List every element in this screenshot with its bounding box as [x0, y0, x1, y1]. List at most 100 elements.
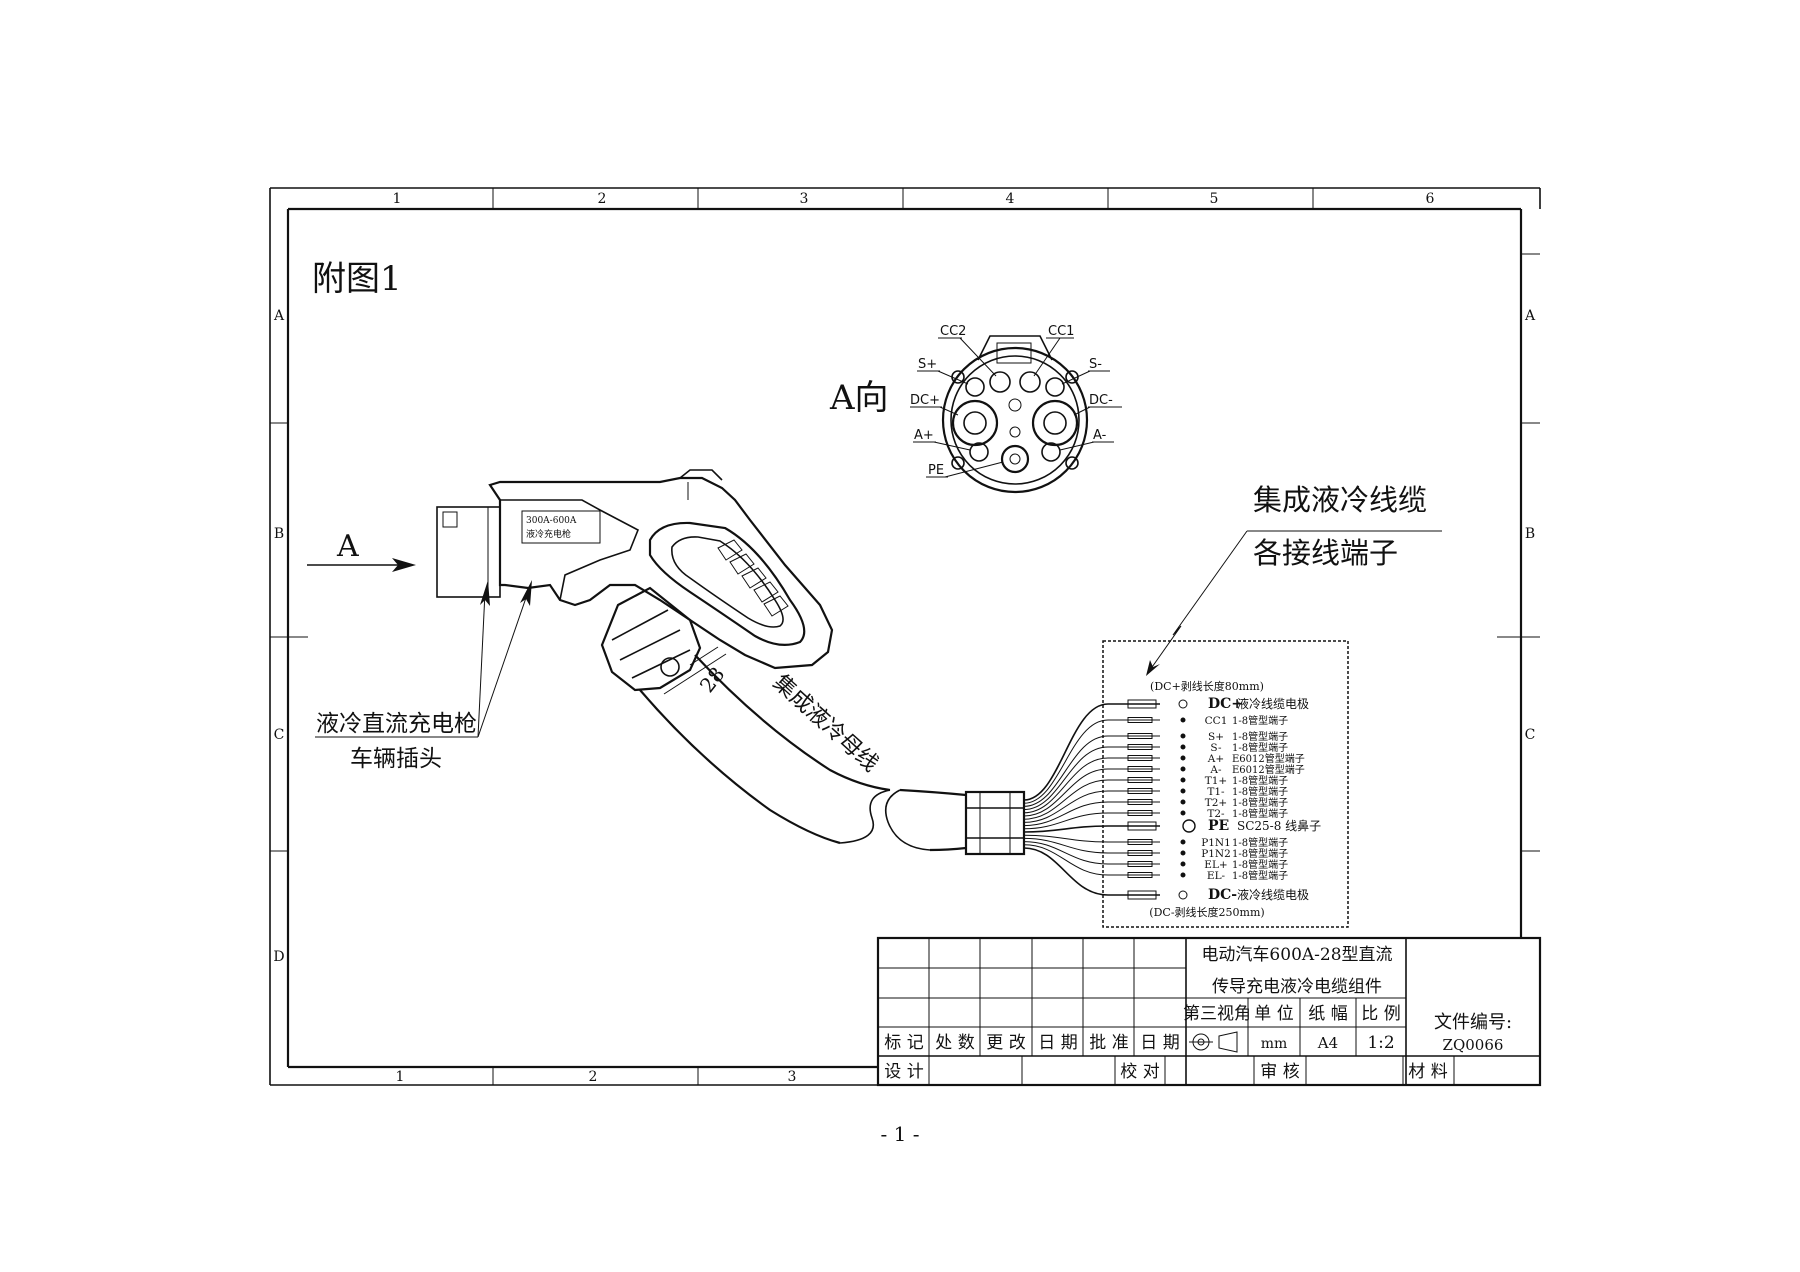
terminal-code: T2+: [1205, 797, 1227, 809]
product-name-line2: 传导充电液冷电缆组件: [1212, 977, 1382, 997]
terminals-callout-leader: [1146, 530, 1442, 676]
wire: [1023, 834, 1160, 843]
terminal-desc: 1-8管型端子: [1232, 836, 1288, 849]
terminal-desc: 1-8管型端子: [1232, 807, 1288, 820]
figure-title: 附图1: [312, 259, 402, 299]
terminal-code: DC+: [1208, 696, 1243, 712]
view-label: A向: [829, 378, 889, 418]
cable-sleeve: [964, 790, 1026, 856]
material-label: 材 料: [1408, 1062, 1447, 1082]
scale-value: 1:2: [1367, 1033, 1394, 1053]
terminal-code: EL+: [1204, 859, 1227, 871]
terminals-callout-line1: 集成液冷线缆: [1253, 483, 1427, 517]
terminal-sleeve: [1127, 717, 1153, 723]
terminal-code: P1N1: [1201, 837, 1231, 849]
cable-label: 集成液冷母线: [768, 670, 883, 777]
terminal-desc: SC25-8 线鼻子: [1237, 818, 1321, 833]
pin-label-dc-plus: DC+: [910, 393, 940, 408]
pin-label-pe: PE: [928, 463, 944, 478]
title-block-text: 电动汽车600A-28型直流 传导充电液冷电缆组件 第三视角 单 位 纸 幅 比…: [884, 945, 1512, 1082]
title-block: [876, 936, 1542, 1087]
view-arrow-a: [307, 558, 416, 572]
terminal-end: [1180, 839, 1186, 845]
paper-value: A4: [1317, 1034, 1338, 1052]
revision-header: 批 准: [1089, 1033, 1128, 1053]
terminal-end: [1178, 699, 1188, 709]
terminals-box: [1102, 640, 1349, 928]
col-label: 1: [396, 1069, 405, 1085]
terminal-desc: 1-8管型端子: [1232, 858, 1288, 871]
connector-pin-labels: CC2 CC1 S+ S- DC+ DC- A+ A- PE: [910, 324, 1113, 478]
terminal-desc: 1-8管型端子: [1232, 741, 1288, 754]
unit-value: mm: [1261, 1036, 1288, 1052]
revision-header: 日 期: [1038, 1033, 1077, 1053]
third-angle-label: 第三视角: [1183, 1004, 1251, 1024]
terminal-desc: 液冷线缆电极: [1237, 696, 1309, 711]
design-label: 设 计: [884, 1062, 923, 1082]
terminal-sleeve: [1127, 890, 1157, 900]
connector-face: [910, 335, 1122, 494]
col-label: 5: [1210, 191, 1219, 207]
scale-label: 比 例: [1361, 1004, 1400, 1024]
gun-rating-line2: 液冷充电枪: [526, 528, 571, 540]
col-label: 3: [788, 1069, 797, 1085]
wire: [1023, 790, 1160, 823]
revision-header: 日 期: [1140, 1033, 1179, 1053]
unit-label: 单 位: [1254, 1004, 1293, 1024]
pin-label-a-plus: A+: [914, 428, 934, 443]
col-label: 2: [598, 191, 607, 207]
view-arrow-label: A: [336, 529, 359, 564]
terminal-note-bottom: (DC-剥线长度250mm): [1149, 905, 1264, 919]
terminal-desc: 液冷线缆电极: [1237, 887, 1309, 902]
terminal-sleeve: [1127, 861, 1153, 867]
check-label: 校 对: [1120, 1062, 1159, 1082]
wire: [1023, 837, 1160, 854]
terminal-sleeve: [1127, 699, 1157, 709]
terminal-code: DC-: [1208, 887, 1237, 903]
terminal-end: [1180, 777, 1186, 783]
terminal-sleeve: [1127, 777, 1153, 783]
wire: [1023, 801, 1160, 827]
liquid-cooled-cable: [639, 646, 967, 852]
col-label: 3: [800, 191, 809, 207]
terminal-sleeve: [1127, 733, 1153, 739]
terminal-code: S+: [1208, 731, 1224, 743]
terminal-sleeve: [1127, 799, 1153, 805]
terminal-code: CC1: [1205, 715, 1228, 727]
terminal-sleeve: [1127, 821, 1157, 831]
terminal-end: [1180, 717, 1186, 723]
col-label: 6: [1426, 191, 1435, 207]
terminal-code: T1-: [1207, 786, 1225, 798]
terminal-desc: E6012管型端子: [1232, 752, 1305, 765]
pin-label-cc1: CC1: [1048, 324, 1074, 339]
terminal-code: EL-: [1207, 870, 1226, 882]
wire: [1023, 825, 1160, 833]
terminals-callout-line2: 各接线端子: [1253, 536, 1398, 570]
terminal-sleeve: [1127, 755, 1153, 761]
terminal-end: [1180, 872, 1186, 878]
drawing-frame: [269, 187, 1541, 1086]
col-label: 2: [589, 1069, 598, 1085]
paper-label: 纸 幅: [1308, 1004, 1347, 1024]
wire: [1023, 847, 1160, 896]
row-label: A: [273, 308, 285, 324]
terminal-end: [1180, 733, 1186, 739]
terminal-end: [1180, 755, 1186, 761]
gun-callout-line2: 车辆插头: [350, 746, 442, 772]
terminal-code: P1N2: [1201, 848, 1231, 860]
terminal-note-top: (DC+剥线长度80mm): [1150, 679, 1264, 693]
terminal-desc: E6012管型端子: [1232, 763, 1305, 776]
revision-header: 更 改: [986, 1033, 1025, 1053]
terminal-code: A+: [1207, 753, 1224, 765]
wire: [1023, 812, 1160, 830]
wire: [1023, 746, 1160, 811]
terminal-code: A-: [1209, 764, 1222, 776]
pin-label-a-minus: A-: [1093, 428, 1107, 443]
terminal-code: S-: [1210, 742, 1222, 754]
terminal-end: [1180, 861, 1186, 867]
row-label: D: [273, 949, 284, 965]
gun-rating-line1: 300A-600A: [526, 516, 577, 526]
page-number: - 1 -: [880, 1122, 920, 1146]
terminal-code: T2-: [1207, 808, 1225, 820]
